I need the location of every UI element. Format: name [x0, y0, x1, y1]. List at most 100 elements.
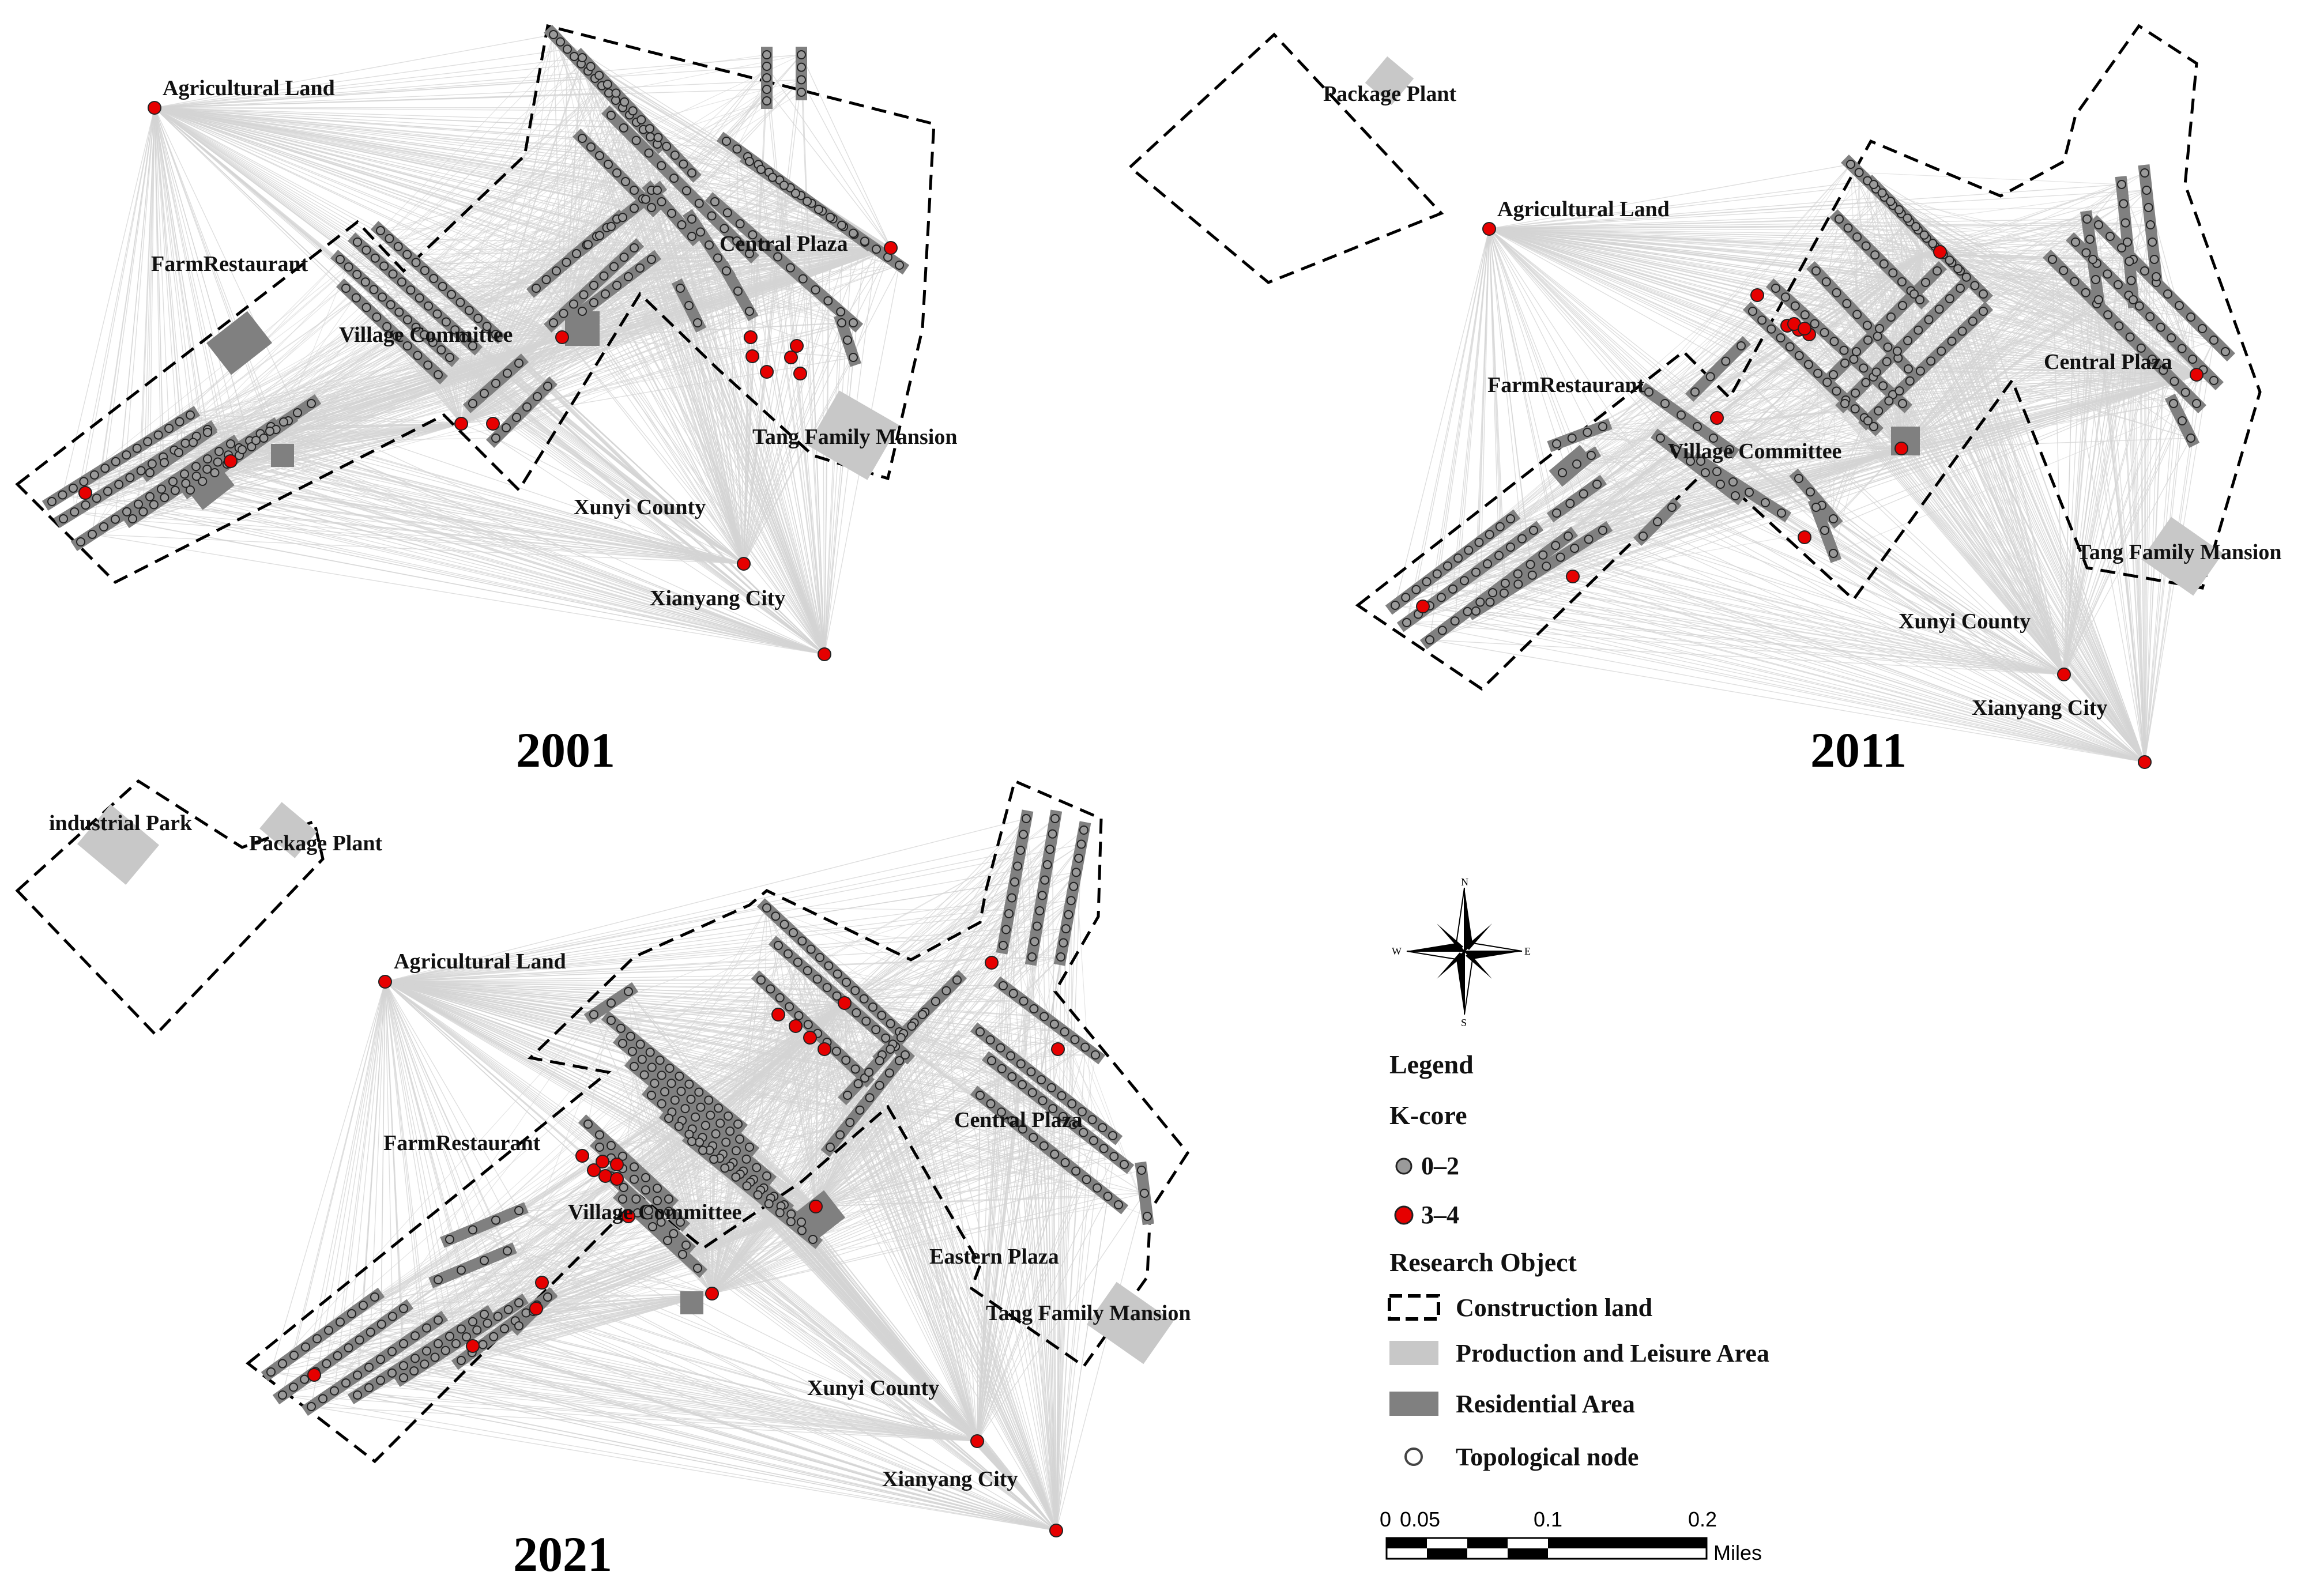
topological-node	[2122, 219, 2130, 227]
topological-node	[624, 273, 632, 281]
topological-node	[824, 962, 833, 970]
high-k-core-node	[1798, 531, 1811, 544]
topological-node	[1454, 554, 1462, 562]
topological-node	[376, 1355, 385, 1363]
topological-node	[1886, 197, 1894, 205]
topological-node	[1954, 265, 1962, 273]
topological-node	[1829, 549, 1837, 557]
topological-node	[1906, 377, 1914, 385]
topological-node	[1903, 214, 1911, 222]
topological-node	[1583, 428, 1591, 436]
topological-node	[653, 1184, 661, 1192]
legend-research-title: Research Object	[1389, 1247, 1577, 1277]
topological-node	[1539, 551, 1547, 559]
topological-node	[645, 149, 653, 157]
high-k-core-node	[576, 1149, 589, 1162]
topological-node	[630, 1163, 638, 1171]
high-k-core-node	[611, 1173, 623, 1185]
topological-node	[2141, 169, 2149, 177]
topological-node	[403, 251, 411, 259]
topological-node	[572, 250, 581, 258]
topological-node	[1691, 388, 1699, 396]
topological-node	[658, 1071, 666, 1079]
topological-node	[578, 307, 586, 315]
topological-node	[58, 491, 66, 499]
network-link	[317, 982, 385, 1339]
high-k-core-node	[985, 956, 998, 969]
topological-node	[160, 493, 168, 502]
topological-node	[882, 1034, 890, 1042]
topological-node	[712, 1130, 720, 1138]
label-farm-restaurant: FarmRestaurant	[383, 1131, 541, 1155]
high-k-core-node	[1050, 1524, 1063, 1537]
topological-node	[607, 111, 615, 119]
topological-node	[629, 107, 637, 115]
topological-node	[628, 1047, 636, 1056]
topological-node	[1677, 411, 1685, 419]
high-k-core-node	[1566, 570, 1579, 583]
topological-node	[734, 287, 742, 295]
topological-node	[1463, 608, 1471, 616]
topological-node	[59, 515, 67, 523]
topological-node	[371, 1293, 379, 1301]
topological-node	[563, 45, 571, 53]
topological-node	[2083, 215, 2091, 223]
topological-node	[1437, 593, 1445, 601]
high-k-core-node	[1483, 223, 1496, 235]
topological-node	[1028, 953, 1036, 961]
topological-node	[2164, 290, 2172, 298]
topological-node	[724, 209, 732, 217]
topological-node	[1758, 316, 1766, 324]
topological-node	[431, 1354, 439, 1362]
topological-node	[1067, 896, 1075, 904]
topological-node	[473, 1326, 481, 1334]
topological-node	[2119, 199, 2127, 208]
topological-node	[198, 477, 206, 485]
topological-node	[1843, 300, 1851, 308]
topological-node	[1948, 337, 1956, 345]
topological-node	[838, 221, 846, 229]
topological-node	[1916, 367, 1924, 375]
legend-kcore-high: 3–4	[1421, 1201, 1459, 1229]
topological-node	[1005, 910, 1013, 918]
topological-node	[1093, 1184, 1101, 1192]
topological-node	[846, 1118, 854, 1126]
topological-node	[724, 1112, 732, 1120]
topological-node	[144, 438, 152, 446]
topological-node	[353, 238, 361, 246]
topological-node	[1922, 278, 1930, 287]
topological-node	[763, 51, 771, 59]
topological-node	[293, 409, 302, 417]
residential-area	[206, 311, 272, 375]
topological-node	[330, 1387, 338, 1395]
topological-node	[786, 264, 794, 272]
topological-node	[104, 487, 112, 495]
topological-node	[1011, 878, 1019, 886]
topological-node	[290, 1351, 298, 1359]
topological-node	[278, 1391, 287, 1399]
topological-node	[469, 399, 477, 408]
topological-node	[763, 1172, 771, 1180]
topological-node	[1528, 571, 1536, 579]
topological-node	[1875, 325, 1884, 333]
topological-node	[815, 205, 823, 213]
topological-node	[129, 515, 137, 523]
topological-node	[630, 204, 638, 212]
topological-node	[1061, 1159, 1069, 1167]
network-link	[1430, 229, 1489, 606]
topological-node	[2114, 281, 2122, 289]
topological-node	[641, 1071, 649, 1079]
topological-node	[1069, 883, 1078, 891]
topological-node	[1855, 168, 1863, 176]
topological-node	[833, 1047, 841, 1056]
topological-node	[411, 1332, 419, 1340]
topological-node	[182, 439, 190, 447]
topological-node	[647, 1091, 656, 1099]
topological-node	[668, 209, 676, 217]
topological-node	[503, 370, 511, 378]
topological-node	[186, 486, 194, 494]
topological-node	[1958, 327, 1967, 336]
topological-node	[1971, 281, 1979, 289]
topological-node	[999, 982, 1007, 990]
topological-node	[1402, 593, 1410, 601]
